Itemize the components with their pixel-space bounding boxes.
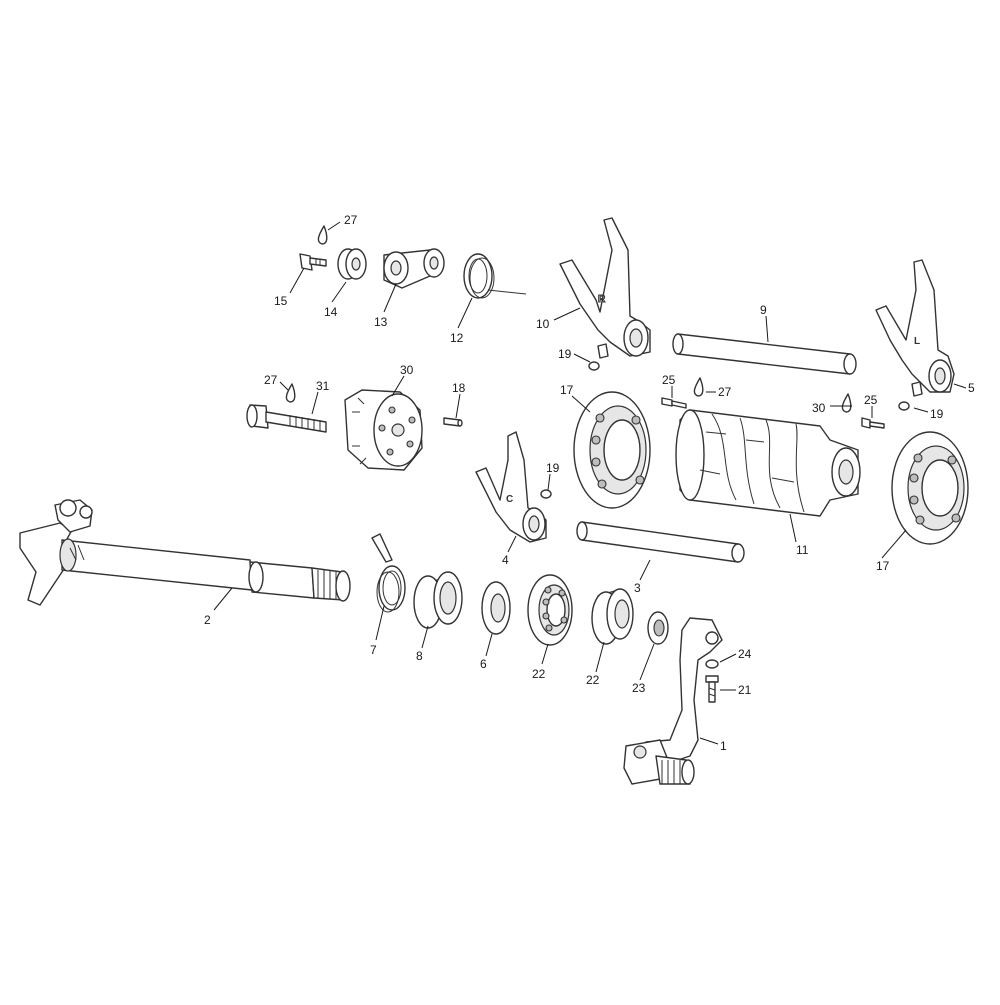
- part-2-shift-shaft: [19, 499, 351, 606]
- callout-22-b: 22: [586, 673, 600, 687]
- grease-drop-27-d: [841, 393, 852, 413]
- part-10-shift-fork-r: R: [559, 217, 651, 359]
- part-21-bolt: [705, 675, 719, 703]
- callout-27-d: 30: [812, 401, 826, 415]
- callout-labels: 27 15 14 13 12 10 19 9 5 19 25 30 25 27 …: [204, 213, 975, 753]
- callout-4: 4: [502, 553, 509, 567]
- part-18-pin: [443, 417, 463, 427]
- callout-25-a: 25: [662, 373, 676, 387]
- part-19-pin-b: [540, 489, 552, 499]
- callout-9: 9: [760, 303, 767, 317]
- callout-27-a: 27: [344, 213, 358, 227]
- callout-12: 12: [450, 331, 464, 345]
- part-8-bushing: [413, 571, 463, 629]
- grease-drop-27-b: [285, 383, 296, 403]
- fork-l-letter: L: [914, 336, 920, 347]
- callout-10: 10: [536, 317, 550, 331]
- part-17-bearing-right: [891, 431, 969, 545]
- callout-19-c: 19: [930, 407, 944, 421]
- part-22-bearing-b: [591, 588, 634, 645]
- part-23-seal: [647, 611, 669, 645]
- part-14-roller: [337, 248, 367, 280]
- callout-1: 1: [720, 739, 727, 753]
- part-12-stopper-spring: [463, 253, 527, 299]
- callout-3: 3: [634, 581, 641, 595]
- callout-13: 13: [374, 315, 388, 329]
- callout-30: 30: [400, 363, 414, 377]
- callout-22-a: 22: [532, 667, 546, 681]
- callout-23: 23: [632, 681, 646, 695]
- callout-14: 14: [324, 305, 338, 319]
- part-15-screw: [299, 253, 327, 271]
- callout-18: 18: [452, 381, 466, 395]
- callout-17-b: 17: [876, 559, 890, 573]
- callout-19-b: 19: [546, 461, 560, 475]
- callout-21: 21: [738, 683, 752, 697]
- callout-24: 24: [738, 647, 752, 661]
- part-19-pin-c: [898, 401, 910, 411]
- callout-7: 7: [370, 643, 377, 657]
- callout-31: 31: [316, 379, 330, 393]
- part-30-shift-drum-cam: [344, 389, 423, 471]
- part-7-return-spring: [371, 533, 406, 613]
- callout-2: 2: [204, 613, 211, 627]
- part-25-screw-a: [661, 397, 687, 409]
- part-6-washer: [481, 581, 511, 635]
- callout-11: 11: [796, 543, 809, 557]
- callout-15: 15: [274, 294, 288, 308]
- callout-27-b: 27: [264, 373, 278, 387]
- callout-27-c: 27: [718, 385, 732, 399]
- part-3-fork-shaft: [576, 521, 745, 563]
- callout-6: 6: [480, 657, 487, 671]
- callout-19-a: 19: [558, 347, 572, 361]
- part-25-screw-b: [861, 417, 885, 429]
- callout-17-a: 17: [560, 383, 574, 397]
- fork-c-letter: C: [506, 494, 513, 505]
- part-11-shift-drum: [675, 409, 861, 517]
- grease-drop-27-a: [317, 225, 328, 245]
- callout-25-b: 25: [864, 393, 878, 407]
- callout-5: 5: [968, 381, 975, 395]
- part-31-bolt: [246, 404, 327, 433]
- callout-8: 8: [416, 649, 423, 663]
- leader-lines: [213, 221, 967, 745]
- part-17-bearing-left: [573, 391, 651, 509]
- part-24-washer: [705, 659, 719, 669]
- part-5-shift-fork-l: L: [875, 259, 955, 397]
- fork-r-letter: R: [598, 294, 606, 305]
- part-1-shift-lever: [623, 617, 723, 785]
- part-9-fork-shaft: [672, 333, 857, 375]
- part-19-pin-a: [588, 361, 600, 371]
- part-4-shift-fork-c: C: [475, 431, 547, 543]
- part-22-bearing-a: [527, 574, 573, 646]
- part-13-stopper-arm: [383, 248, 445, 289]
- grease-drop-27-c: [693, 377, 704, 397]
